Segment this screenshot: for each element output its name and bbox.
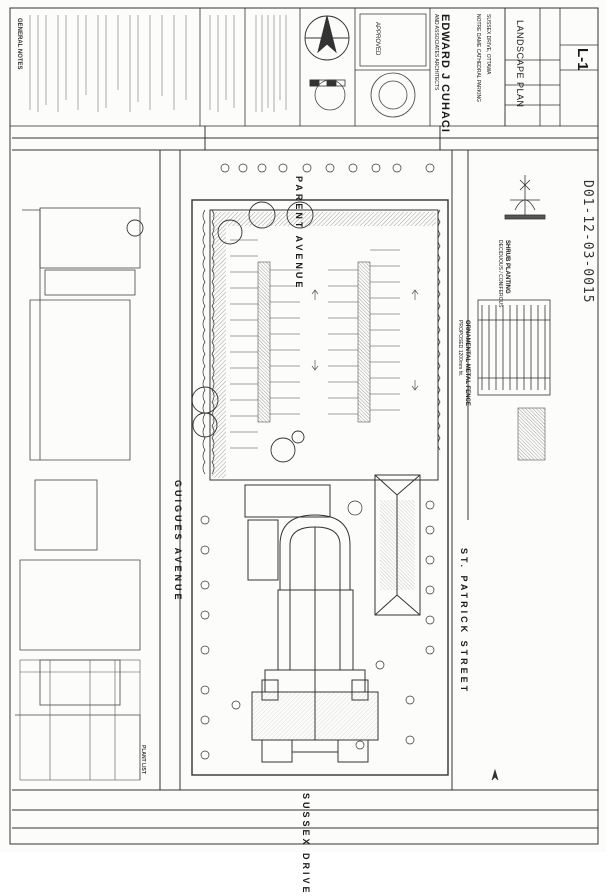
fence-detail (477, 299, 551, 396)
hedge-planting (202, 209, 441, 475)
firm-name: EDWARD J CUHACI (439, 14, 451, 133)
street-parent-avenue: PARENT AVENUE (294, 176, 304, 291)
project-location: SUSSEX DRIVE, OTTAWA (485, 14, 491, 75)
north-arrow-icon (304, 15, 350, 61)
rectory-building (374, 474, 421, 616)
neighbouring-buildings (15, 207, 141, 780)
plant-list-title: PLANT LIST (140, 745, 146, 774)
shrub-planting-detail (504, 175, 546, 220)
street-sussex-drive: SUSSEX DRIVE (301, 793, 311, 896)
shrubs (200, 163, 435, 760)
landscape-plan-drawing (9, 7, 599, 845)
north-arrow-small-icon (491, 768, 499, 781)
fence-label: ORNAMENTAL METAL FENCE (464, 320, 470, 406)
scale-bar (309, 79, 346, 87)
sheet-number: L-1 (574, 48, 591, 71)
trees (126, 201, 314, 463)
drawing-sheet: GENERAL NOTES EDWARD J CUHACI AND ASSOCI… (9, 7, 599, 896)
general-notes-title: GENERAL NOTES (16, 18, 22, 70)
approval-stamp-text: APPROVED (374, 22, 380, 56)
street-st-patrick: ST. PATRICK STREET (459, 548, 469, 695)
cathedral-square-hatch (252, 692, 378, 740)
drawing-title: LANDSCAPE PLAN (515, 20, 525, 108)
firm-subtitle: AND ASSOCIATES ARCHITECTS (433, 14, 439, 91)
project-name: NOTRE DAME CATHEDRAL PARKING (475, 14, 481, 102)
road-edges (12, 126, 598, 829)
shrub-planting-sub: DECIDUOUS / CONIFEROUS (497, 240, 503, 308)
plant-list-table (19, 659, 141, 781)
handwritten-file-number: D01-12-03-0015 (580, 180, 595, 304)
shrub-planting-label: SHRUB PLANTING (504, 240, 510, 294)
fence-sub: PROPOSED 1200mm ht. (457, 320, 463, 377)
general-notes-text (29, 15, 287, 112)
approval-stamp (314, 13, 427, 118)
title-block-frame (9, 7, 599, 127)
site-boundary (191, 199, 449, 776)
legend-hatch-swatch (517, 407, 546, 461)
parking-lot (209, 209, 439, 481)
street-guigues-avenue: GUIGUES AVENUE (173, 480, 183, 603)
